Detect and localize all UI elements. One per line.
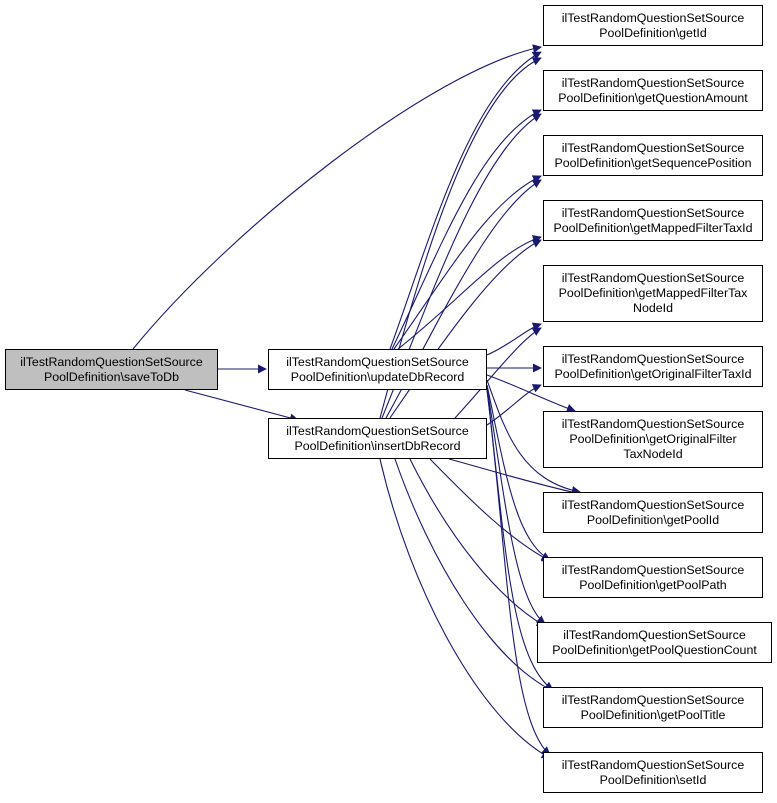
node-label-line1: ilTestRandomQuestionSetSource bbox=[561, 497, 745, 512]
node-label-line2: PoolDefinition\getOriginalFilterTaxId bbox=[554, 366, 752, 381]
node-label-line2: PoolDefinition\getPoolPath bbox=[579, 577, 727, 592]
node-getMappedFilterTaxNodeId[interactable]: ilTestRandomQuestionSetSource PoolDefini… bbox=[543, 265, 763, 322]
node-label-line1: ilTestRandomQuestionSetSource bbox=[20, 354, 203, 369]
edge-update-getMappedFilterTaxId bbox=[397, 235, 542, 350]
node-label-line2: PoolDefinition\getId bbox=[599, 25, 707, 40]
edge-update-setId bbox=[486, 389, 551, 756]
node-getOriginalFilterTaxNodeId[interactable]: ilTestRandomQuestionSetSource PoolDefini… bbox=[543, 411, 763, 468]
node-label-line3: TaxNodeId bbox=[623, 447, 683, 461]
node-label-line1: ilTestRandomQuestionSetSource bbox=[561, 271, 745, 285]
node-setId[interactable]: ilTestRandomQuestionSetSource PoolDefini… bbox=[543, 752, 763, 793]
edge-insert-setId bbox=[379, 458, 551, 759]
edge-insert-getOriginalFilterTaxId bbox=[486, 384, 542, 426]
edge-insert-getPoolTitle bbox=[394, 458, 554, 692]
node-label-line1: ilTestRandomQuestionSetSource bbox=[561, 140, 745, 155]
edge-saveToDb-getId bbox=[132, 44, 542, 350]
node-label-line1: ilTestRandomQuestionSetSource bbox=[561, 10, 745, 25]
edge-insert-getPoolId bbox=[448, 458, 581, 497]
node-getMappedFilterTaxId[interactable]: ilTestRandomQuestionSetSource PoolDefini… bbox=[543, 200, 763, 241]
edge-insert-getMappedFilterTaxId bbox=[389, 239, 542, 419]
node-getSequencePosition[interactable]: ilTestRandomQuestionSetSource PoolDefini… bbox=[543, 135, 763, 176]
node-label-line2: PoolDefinition\getMappedFilterTaxId bbox=[553, 220, 753, 235]
node-getPoolId[interactable]: ilTestRandomQuestionSetSource PoolDefini… bbox=[543, 492, 763, 533]
node-label-line2: PoolDefinition\saveToDb bbox=[44, 369, 179, 384]
edge-insert-getPoolPath bbox=[429, 458, 551, 562]
edge-saveToDb-insertDbRecord bbox=[184, 389, 299, 423]
node-label-line2: PoolDefinition\getSequencePosition bbox=[554, 155, 752, 170]
edge-update-getPoolQuestionCount bbox=[486, 386, 546, 625]
node-saveToDb[interactable]: ilTestRandomQuestionSetSource PoolDefini… bbox=[5, 349, 218, 390]
node-getQuestionAmount[interactable]: ilTestRandomQuestionSetSource PoolDefini… bbox=[543, 70, 763, 111]
node-label-line2: PoolDefinition\getOriginalFilter bbox=[569, 432, 737, 446]
node-label-line1: ilTestRandomQuestionSetSource bbox=[563, 627, 746, 642]
node-label-line2: PoolDefinition\insertDbRecord bbox=[294, 438, 461, 453]
node-getOriginalFilterTaxId[interactable]: ilTestRandomQuestionSetSource PoolDefini… bbox=[543, 346, 763, 387]
edge-update-getPoolId bbox=[486, 379, 581, 495]
node-label-line1: ilTestRandomQuestionSetSource bbox=[561, 757, 745, 772]
edge-update-getSequencePosition bbox=[393, 175, 542, 350]
node-label-line1: ilTestRandomQuestionSetSource bbox=[561, 562, 745, 577]
edge-update-getId bbox=[389, 51, 542, 350]
node-label-line3: NodeId bbox=[633, 301, 673, 315]
node-getPoolQuestionCount[interactable]: ilTestRandomQuestionSetSource PoolDefini… bbox=[537, 622, 772, 663]
edge-update-getMappedFilterTaxNodeId bbox=[486, 322, 542, 356]
node-getPoolPath[interactable]: ilTestRandomQuestionSetSource PoolDefini… bbox=[543, 557, 763, 598]
node-label-line1: ilTestRandomQuestionSetSource bbox=[286, 423, 469, 438]
edge-update-getPoolPath bbox=[486, 384, 551, 561]
node-insertDbRecord[interactable]: ilTestRandomQuestionSetSource PoolDefini… bbox=[268, 418, 487, 459]
node-label-line1: ilTestRandomQuestionSetSource bbox=[286, 354, 469, 369]
node-label-line2: PoolDefinition\getPoolTitle bbox=[580, 707, 726, 722]
node-label-line2: PoolDefinition\getPoolId bbox=[586, 512, 720, 527]
edge-insert-getMappedFilterTaxNodeId bbox=[454, 327, 542, 419]
edge-update-getOriginalFilterTaxNodeId bbox=[486, 374, 576, 413]
node-label-line2: PoolDefinition\getQuestionAmount bbox=[558, 90, 748, 105]
node-label-line2: PoolDefinition\getMappedFilterTax bbox=[558, 286, 748, 300]
node-label-line1: ilTestRandomQuestionSetSource bbox=[561, 205, 745, 220]
node-label-line1: ilTestRandomQuestionSetSource bbox=[561, 692, 745, 707]
node-getId[interactable]: ilTestRandomQuestionSetSource PoolDefini… bbox=[543, 5, 763, 46]
node-getPoolTitle[interactable]: ilTestRandomQuestionSetSource PoolDefini… bbox=[543, 687, 763, 728]
node-label-line2: PoolDefinition\setId bbox=[599, 772, 707, 787]
node-label-line1: ilTestRandomQuestionSetSource bbox=[561, 75, 745, 90]
node-label-line1: ilTestRandomQuestionSetSource bbox=[561, 417, 745, 431]
node-label-line2: PoolDefinition\updateDbRecord bbox=[290, 369, 465, 384]
node-label-line2: PoolDefinition\getPoolQuestionCount bbox=[552, 642, 757, 657]
node-label-line1: ilTestRandomQuestionSetSource bbox=[561, 351, 745, 366]
edge-insert-getPoolQuestionCount bbox=[409, 458, 546, 627]
node-updateDbRecord[interactable]: ilTestRandomQuestionSetSource PoolDefini… bbox=[268, 349, 487, 390]
